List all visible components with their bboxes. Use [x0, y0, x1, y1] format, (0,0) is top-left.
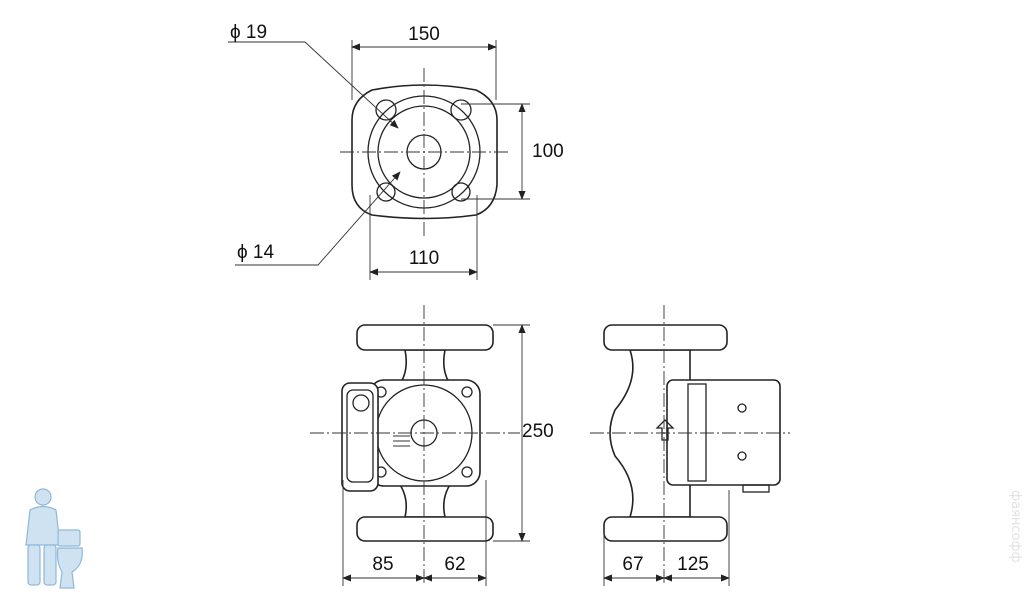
dim-110: 110 — [409, 248, 439, 269]
dim-62: 62 — [444, 554, 465, 575]
dim-100: 100 — [532, 141, 564, 162]
dim-phi19: ϕ 19 — [230, 22, 267, 43]
side-view-pump — [590, 305, 790, 585]
dim-phi14: ϕ 14 — [237, 242, 274, 263]
dim-150: 150 — [408, 24, 440, 45]
dim-85: 85 — [372, 554, 393, 575]
bolt-hole — [376, 182, 396, 202]
plumber-mascot-logo — [25, 488, 83, 589]
dim-67: 67 — [622, 554, 643, 575]
flow-arrow-icon — [655, 419, 675, 441]
front-view-pump — [310, 305, 520, 585]
bolt-hole — [451, 182, 471, 202]
terminal-box — [341, 382, 379, 492]
motor-housing — [666, 379, 781, 486]
bolt-hole — [450, 99, 472, 121]
watermark: фаянсофф — [1008, 490, 1023, 563]
dim-250: 250 — [522, 421, 554, 442]
bolt-hole — [375, 99, 397, 121]
dim-125: 125 — [677, 554, 709, 575]
